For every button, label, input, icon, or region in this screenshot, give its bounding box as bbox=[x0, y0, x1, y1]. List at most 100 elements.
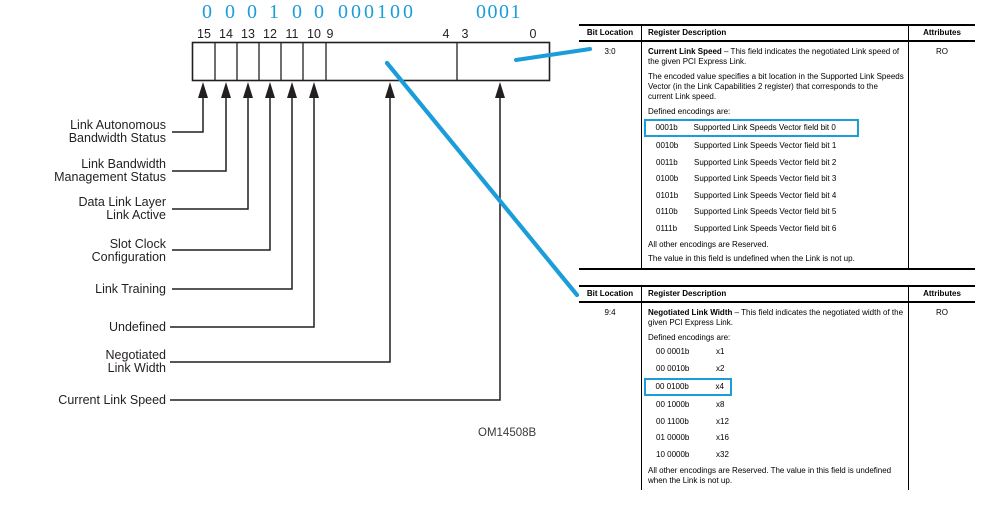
register-bit-value: 0 bbox=[225, 1, 235, 23]
encoding-meaning: Supported Link Speeds Vector field bit 0 bbox=[693, 123, 836, 132]
encoding-code: 0101b bbox=[656, 190, 679, 200]
encoding-code: 0100b bbox=[656, 174, 679, 183]
encoding-row: 00 0001b x1 bbox=[648, 347, 904, 357]
encoding-meaning: x1 bbox=[716, 347, 725, 356]
reserved-note: All other encodings are Reserved. The va… bbox=[648, 466, 892, 485]
header-register-description: Register Description bbox=[641, 26, 908, 40]
encoding-row: 0001b Supported Link Speeds Vector field… bbox=[646, 123, 857, 133]
field-label-undefined: Undefined bbox=[0, 321, 166, 334]
label-line: Link Width bbox=[107, 360, 166, 375]
header-attributes: Attributes bbox=[908, 26, 975, 40]
bit-number: 10 bbox=[307, 27, 321, 41]
encoding-row: 0110b Supported Link Speeds Vector field… bbox=[648, 207, 904, 217]
encoding-meaning: x12 bbox=[716, 416, 729, 426]
header-bit-location: Bit Location bbox=[586, 28, 634, 37]
label-line: Link Active bbox=[106, 207, 166, 222]
encoding-row: 0101b Supported Link Speeds Vector field… bbox=[648, 191, 904, 201]
description-paragraph: The encoded value specifies a bit locati… bbox=[648, 72, 904, 101]
field-label-link-autonomous-bandwidth-status: Link Autonomous Bandwidth Status bbox=[0, 119, 166, 144]
bit-number: 9 bbox=[326, 27, 334, 41]
bit-number: 4 bbox=[442, 27, 450, 41]
encoding-row: 00 0100b x4 bbox=[646, 382, 730, 392]
undefined-note: The value in this field is undefined whe… bbox=[648, 254, 855, 263]
encoding-row: 01 0000b x16 bbox=[648, 433, 904, 443]
bit-number: 0 bbox=[529, 27, 537, 41]
bit-table-current-link-speed: Bit Location Register Description Attrib… bbox=[579, 24, 975, 270]
encoding-code: 0011b bbox=[656, 157, 678, 167]
label-line: Configuration bbox=[91, 249, 166, 264]
field-label-current-link-speed: Current Link Speed bbox=[0, 394, 166, 407]
encoding-code: 00 0010b bbox=[656, 363, 690, 373]
encoding-meaning: Supported Link Speeds Vector field bit 2 bbox=[694, 157, 837, 167]
defined-encodings-label: Defined encodings are: bbox=[648, 107, 731, 116]
register-cell-dividers bbox=[214, 42, 458, 81]
table-row: 9:4 Negotiated Link Width – This field i… bbox=[579, 303, 975, 490]
register-description-cell: Current Link Speed – This field indicate… bbox=[641, 42, 908, 268]
encoding-row: 0100b Supported Link Speeds Vector field… bbox=[648, 174, 904, 184]
encoding-code: 01 0000b bbox=[656, 433, 690, 442]
register-field-value-3-0: 0001 bbox=[476, 1, 522, 23]
field-label-negotiated-link-width: Negotiated Link Width bbox=[0, 349, 166, 374]
bit-number: 13 bbox=[241, 27, 255, 41]
register-bit-value: 0 bbox=[202, 1, 212, 23]
field-label-slot-clock-configuration: Slot Clock Configuration bbox=[0, 238, 166, 263]
bit-number: 3 bbox=[461, 27, 469, 41]
encoding-row: 00 1100b x12 bbox=[648, 417, 904, 427]
label-line: Link Bandwidth bbox=[81, 157, 166, 171]
encoding-row: 00 1000b x8 bbox=[648, 400, 904, 410]
encoding-highlight-box: 0001b Supported Link Speeds Vector field… bbox=[644, 119, 859, 137]
encoding-meaning: Supported Link Speeds Vector field bit 1 bbox=[694, 141, 837, 150]
encoding-row: 0011b Supported Link Speeds Vector field… bbox=[648, 158, 904, 168]
register-bit-value: 0 bbox=[292, 1, 302, 23]
table-header-row: Bit Location Register Description Attrib… bbox=[579, 285, 975, 303]
callout-line-negotiated-link-width bbox=[384, 60, 580, 298]
encoding-code: 00 0100b bbox=[655, 382, 689, 391]
label-line: Link Autonomous bbox=[70, 118, 166, 132]
encoding-row: 00 0010b x2 bbox=[648, 364, 904, 374]
encoding-code: 00 1100b bbox=[656, 416, 689, 426]
encoding-meaning: x4 bbox=[715, 382, 724, 391]
bit-number: 11 bbox=[285, 27, 299, 41]
header-bit-location: Bit Location bbox=[586, 289, 634, 298]
encoding-code: 0111b bbox=[656, 223, 678, 233]
header-attributes: Attributes bbox=[908, 287, 975, 301]
field-term: Negotiated Link Width bbox=[648, 308, 733, 317]
header-register-description: Register Description bbox=[641, 287, 908, 301]
table-header-row: Bit Location Register Description Attrib… bbox=[579, 24, 975, 42]
figure-id: OM14508B bbox=[478, 427, 537, 439]
field-term-rest: – This field indicates the negotiated wi… bbox=[648, 308, 904, 327]
attributes-cell: RO bbox=[908, 303, 975, 490]
label-line: Negotiated bbox=[105, 348, 166, 362]
encoding-code: 00 1000b bbox=[656, 400, 690, 409]
encoding-row: 10 0000b x32 bbox=[648, 450, 904, 460]
bit-number: 15 bbox=[197, 27, 211, 41]
encoding-row: 0111b Supported Link Speeds Vector field… bbox=[648, 224, 904, 234]
field-label-data-link-layer-link-active: Data Link Layer Link Active bbox=[0, 196, 166, 221]
encoding-code: 0110b bbox=[656, 207, 678, 216]
attributes-cell: RO bbox=[908, 42, 975, 268]
bit-location-cell: 9:4 bbox=[604, 308, 616, 317]
bit-number: 12 bbox=[263, 27, 277, 41]
description-paragraph: Negotiated Link Width – This field indic… bbox=[648, 308, 904, 328]
field-term-rest: – This field indicates the negotiated Li… bbox=[648, 47, 900, 66]
encoding-code: 0001b bbox=[655, 123, 678, 132]
table-row: 3:0 Current Link Speed – This field indi… bbox=[579, 42, 975, 270]
arrowheads bbox=[198, 82, 505, 98]
bit-location-cell: 3:0 bbox=[604, 47, 616, 56]
description-paragraph: Current Link Speed – This field indicate… bbox=[648, 47, 904, 67]
field-label-link-training: Link Training bbox=[0, 283, 166, 296]
label-line: Slot Clock bbox=[109, 237, 166, 251]
encoding-meaning: x16 bbox=[716, 433, 729, 442]
field-label-link-bandwidth-management-status: Link Bandwidth Management Status bbox=[0, 158, 166, 183]
encoding-meaning: Supported Link Speeds Vector field bit 3 bbox=[694, 174, 837, 183]
field-term: Current Link Speed bbox=[648, 47, 722, 56]
encoding-code: 10 0000b bbox=[656, 449, 690, 459]
encoding-code: 0010b bbox=[656, 141, 679, 150]
bit-table-negotiated-link-width: Bit Location Register Description Attrib… bbox=[579, 285, 975, 490]
callout-line-current-link-speed bbox=[514, 47, 592, 62]
label-line: Link Training bbox=[95, 282, 166, 296]
encoding-row: 0010b Supported Link Speeds Vector field… bbox=[648, 141, 904, 151]
register-box bbox=[191, 41, 551, 82]
register-description-cell: Negotiated Link Width – This field indic… bbox=[641, 303, 908, 490]
